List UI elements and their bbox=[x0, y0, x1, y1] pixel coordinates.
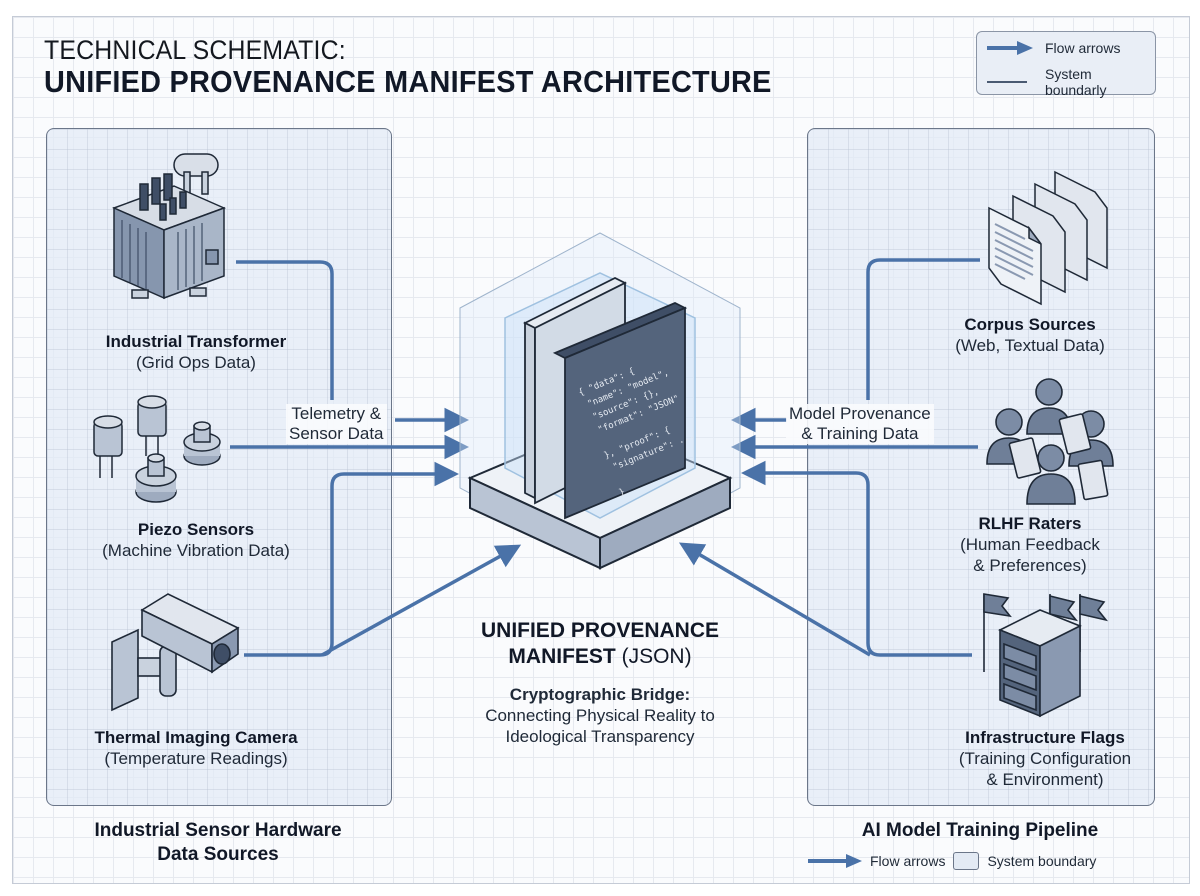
node-infrastructure-flags: Infrastructure Flags (Training Configura… bbox=[900, 727, 1190, 790]
node-name: Industrial Transformer bbox=[105, 332, 287, 351]
telemetry-label-line1: Telemetry & bbox=[291, 404, 382, 423]
node-desc: (Machine Vibration Data) bbox=[102, 541, 290, 560]
node-thermal-camera: Thermal Imaging Camera (Temperature Read… bbox=[46, 727, 346, 769]
center-manifest-subtitle: Cryptographic Bridge: Connecting Physica… bbox=[440, 684, 760, 747]
legend-top: Flow arrows System boundarly bbox=[976, 31, 1156, 98]
node-name: Piezo Sensors bbox=[137, 520, 255, 539]
left-panel-caption: Industrial Sensor Hardware Data Sources bbox=[46, 819, 390, 867]
node-rlhf-raters: RLHF Raters (Human Feedback & Preference… bbox=[900, 513, 1160, 576]
telemetry-label-line2: Sensor Data bbox=[289, 424, 384, 443]
flow-infra-arrow-diagonal bbox=[678, 542, 871, 657]
people-clipboards-icon bbox=[986, 378, 1114, 505]
header-title-line1: TECHNICAL SCHEMATIC: bbox=[44, 35, 346, 65]
model-provenance-flow-label: Model Provenance & Training Data bbox=[786, 404, 934, 444]
system-boundary-swatch-icon bbox=[953, 852, 980, 870]
node-name: Infrastructure Flags bbox=[965, 728, 1125, 747]
node-desc-line1: (Training Configuration bbox=[958, 749, 1132, 768]
piezo-sensors-icon bbox=[93, 395, 221, 503]
node-name: Thermal Imaging Camera bbox=[94, 728, 298, 747]
legend-bottom: Flow arrows System boundary bbox=[808, 852, 1096, 870]
node-desc-line2: & Preferences) bbox=[973, 556, 1087, 575]
center-manifest-title: UNIFIED PROVENANCE MANIFEST (JSON) bbox=[450, 618, 750, 670]
flow-camera-arrow-diagonal bbox=[321, 544, 522, 657]
flow-transformer-line bbox=[236, 260, 334, 400]
right-panel-caption: AI Model Training Pipeline bbox=[861, 820, 1099, 841]
node-desc: (Grid Ops Data) bbox=[136, 353, 256, 372]
legend-flow-arrows-label: Flow arrows bbox=[1045, 40, 1121, 56]
node-industrial-transformer: Industrial Transformer (Grid Ops Data) bbox=[46, 331, 346, 373]
documents-stack-icon bbox=[988, 170, 1108, 306]
flow-arrow-icon bbox=[987, 41, 1033, 55]
node-desc: (Temperature Readings) bbox=[104, 749, 288, 768]
server-flags-icon bbox=[983, 593, 1109, 718]
json-manifest-glass-cube-icon: { "data": { "name": "model", "source": {… bbox=[459, 232, 741, 570]
node-piezo-sensors: Piezo Sensors (Machine Vibration Data) bbox=[46, 519, 346, 561]
telemetry-flow-label: Telemetry & Sensor Data bbox=[286, 404, 387, 444]
security-camera-icon bbox=[111, 593, 240, 712]
model-provenance-label-line1: Model Provenance bbox=[789, 404, 931, 423]
transformer-icon bbox=[111, 153, 227, 300]
node-desc-line2: & Environment) bbox=[986, 770, 1104, 789]
legend-bottom-flow-label: Flow arrows bbox=[870, 853, 946, 869]
header-title-line2: UNIFIED PROVENANCE MANIFEST ARCHITECTURE bbox=[44, 64, 772, 99]
center-subtitle-line2: Ideological Transparency bbox=[505, 727, 695, 746]
center-subtitle-bold: Cryptographic Bridge: bbox=[509, 685, 691, 704]
right-system-boundary bbox=[807, 128, 1155, 806]
node-name: RLHF Raters bbox=[978, 514, 1082, 533]
flow-corpus-line bbox=[866, 258, 980, 400]
flow-camera-arrow-horizontal bbox=[244, 461, 459, 657]
json-text-line: } bbox=[618, 487, 627, 498]
flow-infra-arrow-horizontal bbox=[741, 460, 972, 657]
legend-system-boundary-label: System boundarly bbox=[1045, 66, 1107, 98]
center-title-line2: MANIFEST bbox=[508, 645, 616, 668]
center-subtitle-line1: Connecting Physical Reality to bbox=[485, 706, 715, 725]
node-desc-line1: (Human Feedback bbox=[960, 535, 1100, 554]
flow-arrow-icon bbox=[808, 854, 862, 868]
node-desc: (Web, Textual Data) bbox=[955, 336, 1105, 355]
legend-bottom-boundary-label: System boundary bbox=[987, 853, 1097, 869]
left-caption-line1: Industrial Sensor Hardware bbox=[94, 820, 342, 841]
boundary-line-icon bbox=[987, 81, 1027, 83]
center-title-line1: UNIFIED PROVENANCE bbox=[480, 619, 720, 642]
left-caption-line2: Data Sources bbox=[157, 844, 279, 865]
node-corpus-sources: Corpus Sources (Web, Textual Data) bbox=[900, 314, 1160, 356]
center-title-json-suffix: (JSON) bbox=[621, 645, 692, 668]
node-name: Corpus Sources bbox=[964, 315, 1096, 334]
model-provenance-label-line2: & Training Data bbox=[801, 424, 919, 443]
